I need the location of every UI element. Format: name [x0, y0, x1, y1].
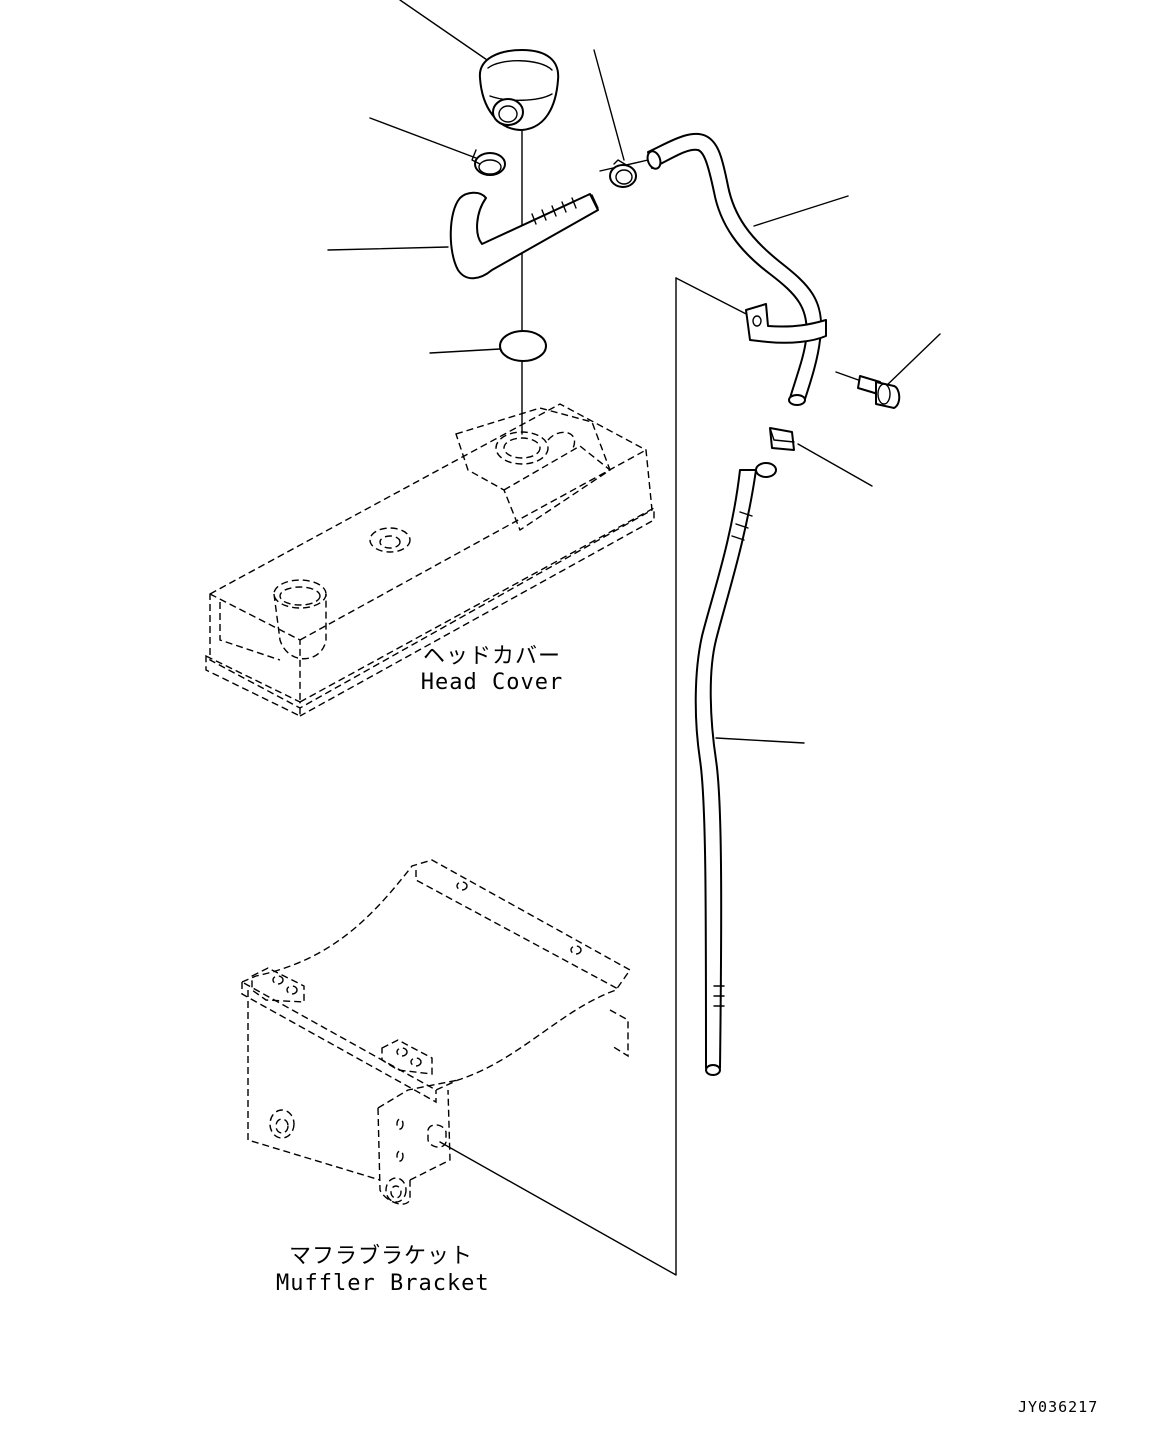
routing-line-bracket [675, 277, 755, 319]
grommet [499, 330, 547, 362]
tube-clip [769, 427, 795, 451]
upper-breather-tube [646, 132, 823, 406]
leader-line-upper-tube [753, 195, 849, 227]
leader-line-clamp-left [369, 117, 477, 159]
leader-line-bolt [883, 333, 941, 389]
head-cover-label-en: Head Cover [420, 670, 564, 695]
drawing-id: JY036217 [1018, 1398, 1099, 1416]
routing-line-muffler [439, 277, 677, 1276]
head-cover-outline [205, 403, 655, 718]
leader-lines [327, 0, 941, 744]
leader-line-elbow-hose [327, 246, 449, 251]
leader-line-breather-cap [399, 0, 491, 63]
hose-clamp-left [471, 149, 506, 176]
flange-bolt [857, 375, 901, 409]
tube-bracket [745, 303, 827, 344]
muffler-bracket-label-en: Muffler Bracket [276, 1271, 490, 1296]
leader-line-clamp-right [593, 49, 625, 161]
leader-line-lower-tube [715, 737, 805, 744]
leader-line-grommet [429, 348, 501, 354]
lower-breather-tube [694, 462, 777, 1076]
muffler-bracket-outline [240, 859, 632, 1205]
leader-line-clip [797, 443, 873, 487]
elbow-hose [449, 191, 599, 280]
assembly-lines [439, 127, 865, 1276]
hose-clamp-right [609, 159, 637, 188]
breather-cap [478, 49, 560, 131]
muffler-bracket-label-jp: マフラブラケット [288, 1244, 473, 1269]
head-cover-label-jp: ヘッドカバー [422, 644, 561, 669]
